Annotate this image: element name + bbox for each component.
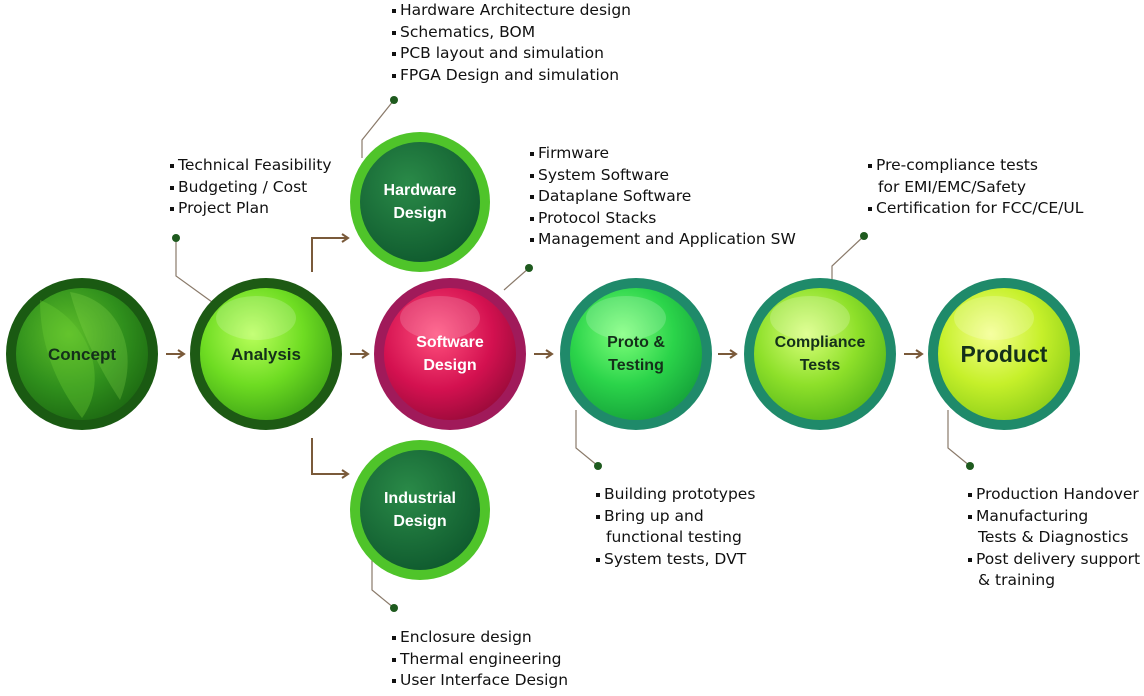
dot-industrial <box>390 604 398 612</box>
stage-industrial: Industrial Design <box>360 450 480 570</box>
circle-software <box>374 278 526 430</box>
dot-analysis <box>172 234 180 242</box>
notes-industrial: Enclosure design Thermal engineering Use… <box>392 627 568 692</box>
note-item: Management and Application SW <box>530 229 796 251</box>
note-item: Protocol Stacks <box>530 208 796 230</box>
circle-hardware <box>350 132 490 272</box>
note-item: Certification for FCC/CE/UL <box>868 198 1083 220</box>
leader-compliance <box>831 235 865 280</box>
dot-compliance <box>860 232 868 240</box>
stage-label: Compliance Tests <box>774 334 866 374</box>
stage-software: Software Design <box>384 288 516 420</box>
stage-concept: Concept <box>16 288 148 420</box>
circle-compliance <box>744 278 896 430</box>
notes-software: Firmware System Software Dataplane Softw… <box>530 143 796 251</box>
circle-industrial <box>350 440 490 580</box>
dot-software <box>525 264 533 272</box>
note-item: Schematics, BOM <box>392 22 631 44</box>
leader-proto <box>575 410 599 467</box>
notes-hardware: Hardware Architecture design Schematics,… <box>392 0 631 86</box>
circle-concept <box>6 278 158 430</box>
note-item: System tests, DVT <box>596 549 755 571</box>
circle-proto <box>560 278 712 430</box>
stage-label: Hardware Design <box>383 182 457 222</box>
note-item: Project Plan <box>170 198 332 220</box>
stage-label: Proto & Testing <box>607 334 665 374</box>
circle-product <box>928 278 1080 430</box>
note-item: Hardware Architecture design <box>392 0 631 22</box>
leader-product <box>947 410 971 467</box>
note-item: Technical Feasibility <box>170 155 332 177</box>
note-item: Production Handover <box>968 484 1140 506</box>
arrow-analysis-industrial <box>311 438 350 479</box>
leader-software <box>503 267 530 291</box>
arrow-analysis-hardware <box>311 233 350 272</box>
stage-hardware: Hardware Design <box>360 142 480 262</box>
stage-label: Product <box>960 340 1048 367</box>
leader-industrial <box>371 552 395 609</box>
leader-analysis <box>175 238 213 303</box>
leader-hardware <box>361 99 395 158</box>
stage-proto: Proto & Testing <box>570 288 702 420</box>
note-item: Budgeting / Cost <box>170 177 332 199</box>
note-item: Dataplane Software <box>530 186 796 208</box>
stage-label: Software Design <box>416 334 484 374</box>
note-item: PCB layout and simulation <box>392 43 631 65</box>
note-item: Post delivery support& training <box>968 549 1140 592</box>
dot-proto <box>594 462 602 470</box>
note-item: FPGA Design and simulation <box>392 65 631 87</box>
note-item: User Interface Design <box>392 670 568 692</box>
note-item: Building prototypes <box>596 484 755 506</box>
stage-circles <box>6 132 1080 580</box>
stage-analysis: Analysis <box>200 288 332 420</box>
note-item: System Software <box>530 165 796 187</box>
stage-product: Product <box>938 288 1070 420</box>
circle-analysis <box>190 278 342 430</box>
flow-arrows <box>166 233 924 479</box>
stage-label: Concept <box>48 344 116 364</box>
stage-label: Industrial Design <box>383 490 456 530</box>
dot-hardware <box>390 96 398 104</box>
notes-analysis: Technical Feasibility Budgeting / Cost P… <box>170 155 332 220</box>
stage-label: Analysis <box>231 344 301 364</box>
leader-lines <box>175 99 971 609</box>
dot-product <box>966 462 974 470</box>
stage-compliance: Compliance Tests <box>754 288 886 420</box>
note-item: Enclosure design <box>392 627 568 649</box>
note-item: Thermal engineering <box>392 649 568 671</box>
leader-dots <box>172 96 974 612</box>
note-item: Firmware <box>530 143 796 165</box>
